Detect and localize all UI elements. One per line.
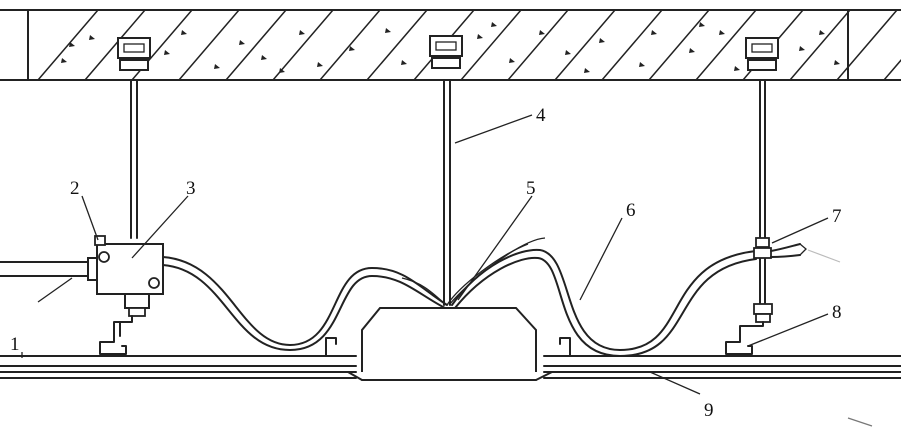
aggregate-speck (509, 58, 515, 63)
light-fixture (347, 307, 553, 381)
aggregate-speck (239, 40, 245, 45)
aggregate-speck (214, 64, 220, 69)
anchor-left (117, 37, 151, 71)
callout-labels: 1 2 3 4 5 6 7 8 9 (10, 105, 842, 421)
hatch-line (836, 9, 898, 81)
hatch-line (84, 9, 146, 81)
callout-1: 1 (10, 334, 20, 355)
junction-box (94, 235, 164, 317)
aggregate-speck (819, 30, 825, 35)
callout-2: 2 (70, 178, 80, 199)
callout-7: 7 (832, 206, 842, 227)
hatch-line (272, 9, 334, 81)
aggregate-speck (834, 60, 840, 65)
hanger-rod-right (759, 79, 766, 313)
hatch-line (789, 9, 851, 81)
aggregate-speck (349, 46, 355, 51)
flexible-conduit-left (162, 256, 448, 351)
callout-5: 5 (526, 178, 536, 199)
aggregate-speck (401, 60, 407, 65)
anchor-center (429, 35, 463, 69)
aggregate-speck (651, 30, 657, 35)
aggregate-speck (639, 62, 645, 67)
aggregate-speck (317, 62, 323, 67)
aggregate-speck (279, 68, 285, 73)
stray-mark (847, 417, 873, 427)
callout-4: 4 (536, 105, 546, 126)
aggregate-speck (261, 55, 267, 60)
aggregate-speck (89, 35, 95, 40)
callout-3: 3 (186, 178, 196, 199)
flexible-conduit-right (451, 248, 757, 357)
callout-8: 8 (832, 302, 842, 323)
aggregate-speck (477, 34, 483, 39)
wire-fan (401, 237, 546, 306)
hatch-line (225, 9, 287, 81)
aggregate-speck (689, 48, 695, 53)
aggregate-speck (181, 30, 187, 35)
slab-aggregate (61, 22, 840, 73)
rod-cable-clamp (753, 237, 841, 263)
aggregate-speck (491, 22, 497, 27)
aggregate-speck (164, 50, 170, 55)
hatch-line (648, 9, 710, 81)
clip-bracket-right (725, 303, 773, 355)
callout-6: 6 (626, 200, 636, 221)
aggregate-speck (69, 42, 75, 47)
hatch-line (554, 9, 616, 81)
aggregate-speck (584, 68, 590, 73)
clip-bracket-left (99, 315, 133, 355)
anchor-right (745, 37, 779, 71)
ceiling-panel (0, 337, 901, 379)
hatch-line (460, 9, 522, 81)
incoming-conduit (0, 257, 99, 281)
aggregate-speck (385, 28, 391, 33)
aggregate-speck (565, 50, 571, 55)
aggregate-speck (799, 46, 805, 51)
hatch-line (883, 59, 901, 81)
hatch-line (37, 9, 99, 81)
hatch-line (695, 9, 757, 81)
hatch-line (601, 9, 663, 81)
aggregate-speck (299, 30, 305, 35)
leader-lines (21, 114, 829, 395)
hanger-rod-center (443, 79, 451, 306)
hanger-rod-left (130, 79, 138, 239)
aggregate-speck (599, 38, 605, 43)
aggregate-speck (61, 58, 67, 63)
hatch-line (178, 9, 240, 81)
aggregate-speck (734, 66, 740, 71)
aggregate-speck (539, 30, 545, 35)
hatch-line (366, 9, 428, 81)
aggregate-speck (719, 30, 725, 35)
callout-9: 9 (704, 400, 714, 421)
hatch-line (507, 9, 569, 81)
hatch-line (319, 9, 381, 81)
aggregate-speck (699, 22, 705, 27)
